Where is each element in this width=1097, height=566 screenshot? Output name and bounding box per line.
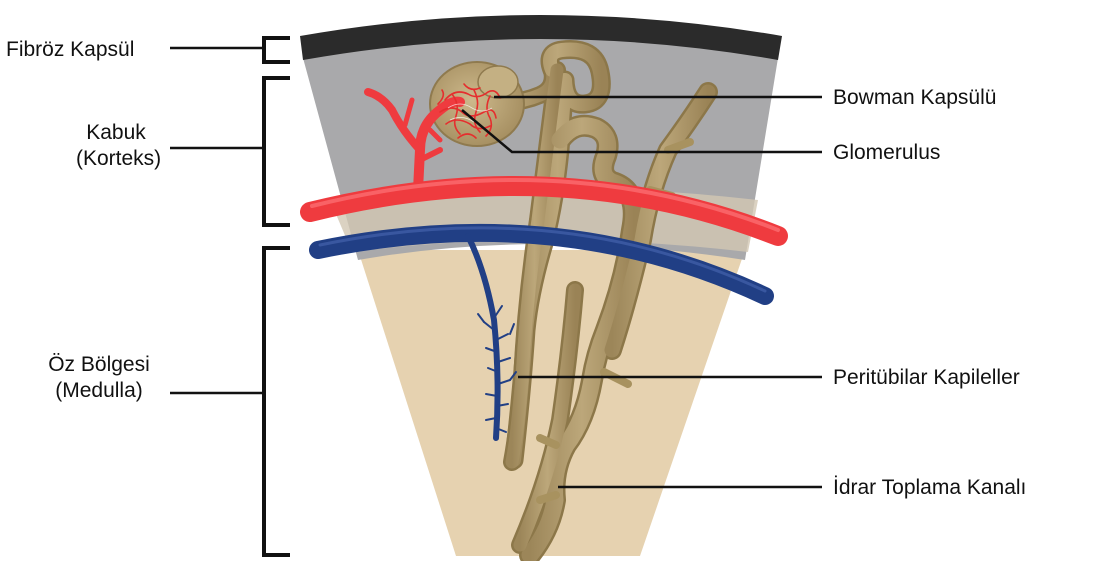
capsule-bracket: [264, 38, 290, 62]
label-glomerulus: Glomerulus: [833, 140, 940, 166]
brackets: [264, 38, 290, 555]
label-peritubular-capillaries: Peritübilar Kapileller: [833, 365, 1020, 391]
cortex-bracket: [264, 78, 290, 225]
label-cortex: Kabuk (Korteks): [76, 120, 156, 172]
label-medulla-line2: (Medulla): [44, 378, 154, 404]
label-collecting-duct: İdrar Toplama Kanalı: [833, 475, 1026, 501]
label-cortex-line2: (Korteks): [76, 146, 156, 172]
label-fibrous-capsule: Fibröz Kapsül: [6, 37, 134, 63]
medulla-bracket: [264, 248, 290, 555]
label-cortex-line1: Kabuk: [76, 120, 156, 146]
label-bowman-capsule: Bowman Kapsülü: [833, 85, 996, 111]
label-medulla: Öz Bölgesi (Medulla): [44, 352, 154, 404]
label-medulla-line1: Öz Bölgesi: [44, 352, 154, 378]
